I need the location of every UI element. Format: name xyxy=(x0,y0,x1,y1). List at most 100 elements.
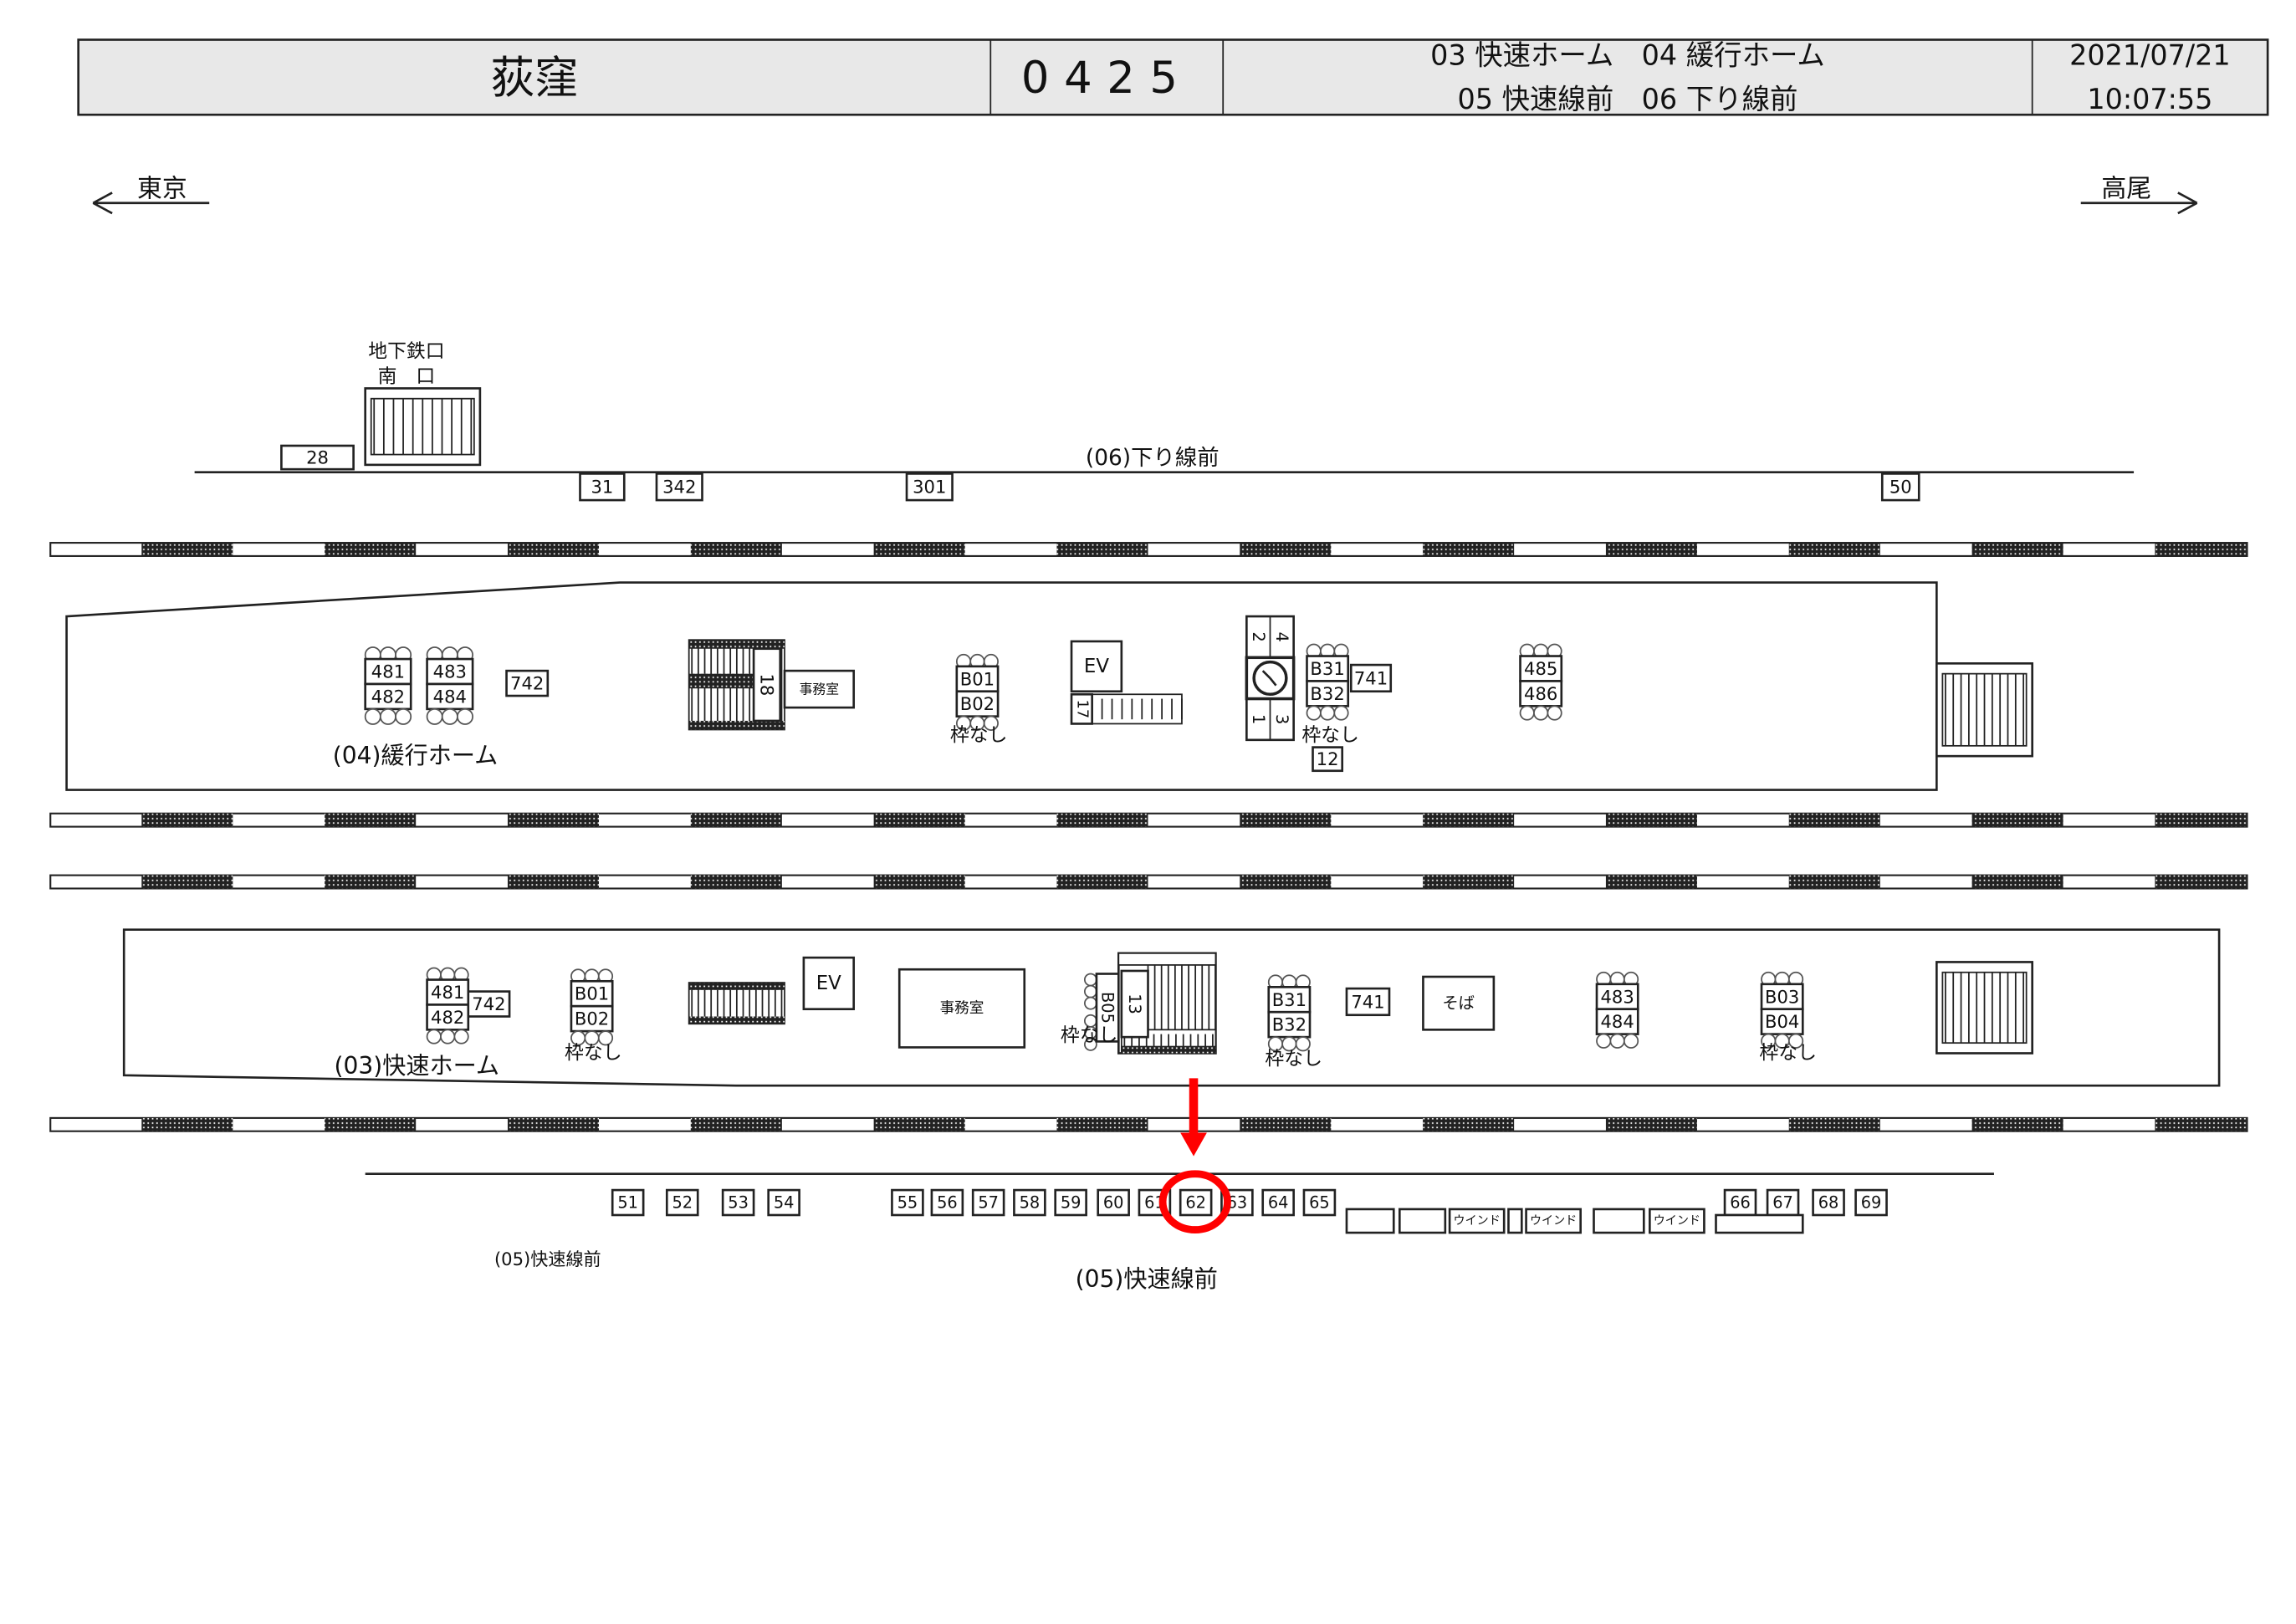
sign-stack-481-482-top-label: 481 xyxy=(371,661,405,682)
line05-sign-label: 68 xyxy=(1818,1193,1839,1213)
ad-frame xyxy=(1345,1208,1395,1234)
elevator-03-label: EV xyxy=(816,973,841,994)
line05-sign-label: 58 xyxy=(1020,1193,1041,1213)
line05-sign: 60 xyxy=(1097,1188,1130,1217)
line06-label: (06)下り線前 xyxy=(1086,446,1220,471)
line05-sign-label: 66 xyxy=(1730,1193,1751,1213)
sign-stack-b03-b04-bottom-label: B04 xyxy=(1765,1011,1799,1032)
line06-sign: 31 xyxy=(579,472,626,502)
track-4 xyxy=(49,1116,2248,1132)
line05-sign-label: 62 xyxy=(1185,1193,1206,1213)
shop-window: ウインド xyxy=(1448,1208,1506,1234)
sign-742-label: 742 xyxy=(510,673,544,694)
arrow-right-icon xyxy=(2080,192,2198,215)
soba-stand: そば xyxy=(1422,975,1496,1031)
stairs-18: 18 xyxy=(688,639,785,731)
ad-frame xyxy=(1593,1208,1645,1234)
line05-label-small: (05)快速線前 xyxy=(494,1249,601,1269)
sign-stack-b31-b32-top-label: B31 xyxy=(1272,989,1307,1010)
subway-stairs xyxy=(364,387,482,467)
sign-stack-b31-b32-bottom: B32 xyxy=(1306,680,1350,707)
stairs-13-number-label: 13 xyxy=(1125,993,1144,1014)
track-1 xyxy=(49,542,2248,557)
line05-sign-label: 54 xyxy=(774,1193,795,1213)
sign-741: 741 xyxy=(1345,987,1391,1017)
line05-sign: 62 xyxy=(1179,1188,1213,1217)
sign-12: 12 xyxy=(1312,746,1344,773)
stairs-17-number-label: 17 xyxy=(1073,700,1090,718)
line06-sign: 342 xyxy=(655,472,703,502)
no-frame-note: 枠なし xyxy=(1265,1049,1322,1070)
arrow-left-icon xyxy=(92,192,210,215)
sign-28: 28 xyxy=(280,444,355,471)
sign-stack-481-482-top: 481 xyxy=(364,657,412,686)
sign-stack-b01-b02-top-label: B01 xyxy=(960,668,995,689)
shop-window-label: ウインド xyxy=(1454,1214,1501,1228)
line05-sign-label: 59 xyxy=(1061,1193,1082,1213)
line05-label: (05)快速線前 xyxy=(1076,1265,1218,1293)
sign-stack-483-484-top-label: 483 xyxy=(1601,986,1634,1007)
line05-sign: 52 xyxy=(665,1188,699,1217)
shop-window: ウインド xyxy=(1525,1208,1582,1234)
sign-stack-b01-b02-top-label: B01 xyxy=(575,983,609,1004)
line05-sign: 53 xyxy=(721,1188,755,1217)
line05-sign-label: 57 xyxy=(978,1193,999,1213)
sign-stack-b05: B05 xyxy=(1083,973,1120,1051)
sign-stack-b03-b04-top: B03 xyxy=(1760,983,1804,1011)
sign-stack-483-484-bottom: 484 xyxy=(426,682,474,711)
direction-left: 東京 xyxy=(92,175,210,215)
line05-sign: 68 xyxy=(1812,1188,1845,1217)
line05-sign: 69 xyxy=(1854,1188,1888,1217)
sign-stack-b01-b02-top: B01 xyxy=(570,979,614,1008)
highlight-circle xyxy=(1158,1170,1231,1233)
ad-frame xyxy=(1398,1208,1447,1234)
sign-stack-b01-b02-bottom: B02 xyxy=(955,690,1000,718)
sign-stack-b03-b04-bottom: B04 xyxy=(1760,1008,1804,1035)
line06-sign: 301 xyxy=(905,472,954,502)
sign-stack-b31-b32-bottom: B32 xyxy=(1267,1010,1312,1039)
south-exit-label: 南 口 xyxy=(378,365,436,387)
stairs-18-number: 18 xyxy=(752,647,782,723)
sign-742: 742 xyxy=(505,669,550,697)
elevator-04-label: EV xyxy=(1084,656,1109,677)
line05-sign: 55 xyxy=(891,1188,924,1217)
sign-stack-483-484-top: 483 xyxy=(1595,983,1639,1011)
sign-stack-483-484-bottom-label: 484 xyxy=(433,686,467,707)
sign-stack-483-484-top: 483 xyxy=(426,657,474,686)
line05-sign: 54 xyxy=(767,1188,800,1217)
platform-03-label: (03)快速ホーム xyxy=(334,1052,499,1080)
shop-window: ウインド xyxy=(1649,1208,1705,1234)
sign-stack-481-482-top-label: 481 xyxy=(431,982,464,1003)
no-frame-note: 枠なし xyxy=(1061,1024,1118,1046)
print-time: 10:07:55 xyxy=(2087,83,2212,115)
sign-stack-b01-b02-bottom-label: B02 xyxy=(960,693,995,714)
line05-sign-label: 55 xyxy=(897,1193,918,1213)
station-name: 荻窪 xyxy=(490,53,579,104)
sign-12-label: 12 xyxy=(1317,748,1339,769)
sign-stack-481-482-bottom: 482 xyxy=(426,1004,470,1031)
down-arrow-icon xyxy=(1189,1078,1199,1137)
pillar-number: 4 xyxy=(1272,632,1291,642)
line06-sign-label: 31 xyxy=(591,477,613,498)
ad-frame-wide xyxy=(1715,1213,1804,1234)
sign-stack-481-482-top: 481 xyxy=(426,978,470,1006)
stairs-04-east xyxy=(1935,662,2034,758)
stairs-03-east xyxy=(1935,961,2034,1055)
office-03-label: 事務室 xyxy=(940,1000,984,1017)
sign-stack-481-482-bottom: 482 xyxy=(364,682,412,711)
direction-right-label: 高尾 xyxy=(2101,175,2151,204)
pillar-number: 3 xyxy=(1272,714,1291,724)
sign-741-label: 741 xyxy=(1354,667,1388,688)
sign-stack-b31-b32-top-label: B31 xyxy=(1310,658,1344,679)
stairs-13-number: 13 xyxy=(1120,969,1149,1039)
line06-sign-label: 301 xyxy=(913,477,946,498)
sign-stack-b31-b32-bottom-label: B32 xyxy=(1272,1014,1307,1035)
line06-sign-label: 342 xyxy=(662,477,696,498)
direction-left-label: 東京 xyxy=(137,175,187,204)
stairs-18-number-label: 18 xyxy=(756,673,777,696)
